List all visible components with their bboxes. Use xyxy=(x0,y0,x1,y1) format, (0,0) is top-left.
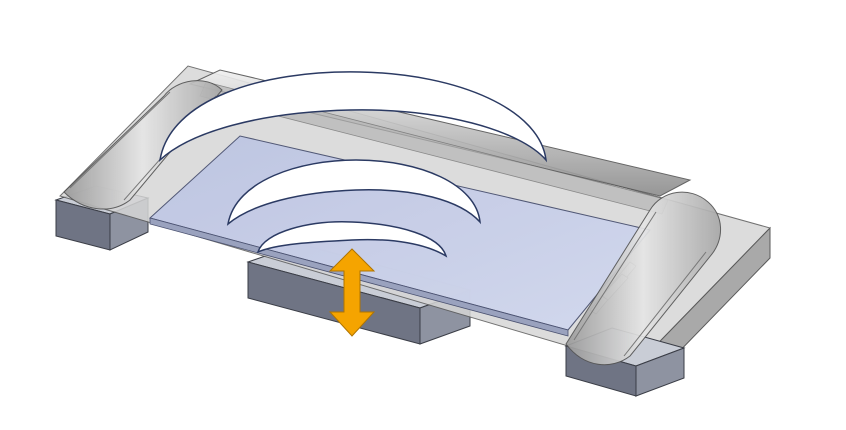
double-headed-arrow-icon xyxy=(328,248,376,337)
vertical-displacement-arrow xyxy=(328,248,376,337)
right-rail xyxy=(565,191,721,366)
left-rail xyxy=(63,80,223,210)
acoustic-wave-medium xyxy=(226,159,481,226)
acoustic-wave-large xyxy=(158,71,548,163)
acoustic-wave-small xyxy=(256,221,448,258)
